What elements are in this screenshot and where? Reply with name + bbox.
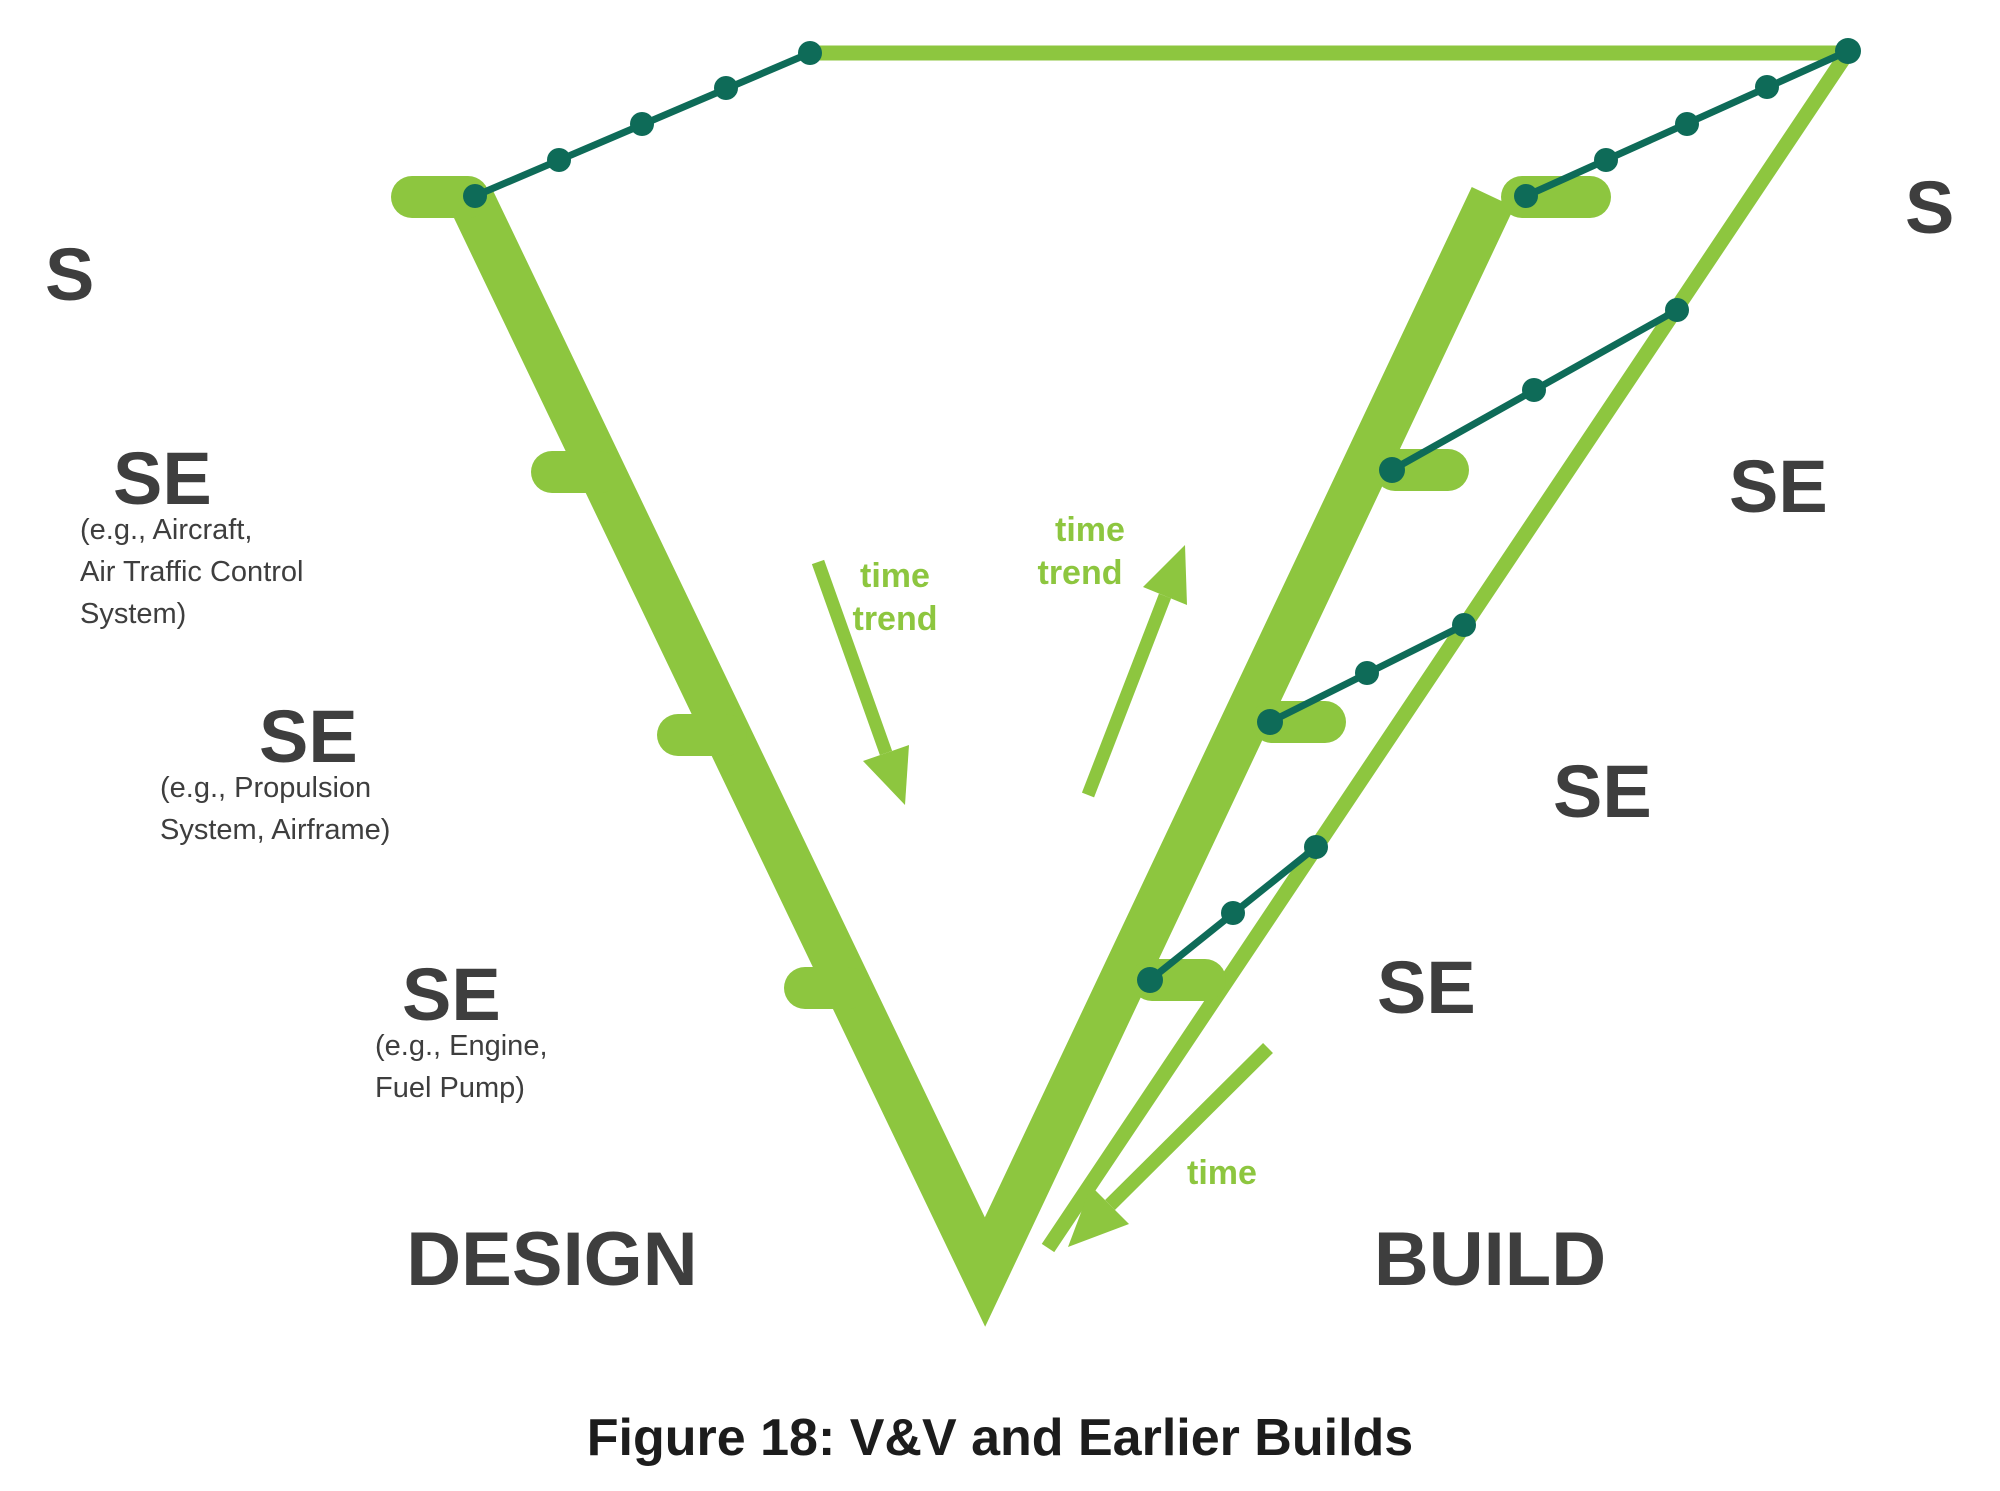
data-point	[1755, 75, 1779, 99]
data-point	[798, 41, 822, 65]
right-system-label: S	[1905, 166, 1954, 249]
arrow-shaft	[1105, 1043, 1273, 1210]
time-trend-down-arrow	[811, 559, 909, 805]
data-point	[1514, 184, 1538, 208]
data-point	[1304, 835, 1328, 859]
data-point	[1257, 709, 1283, 735]
arrow-down-icon	[863, 745, 909, 805]
time-trend-up-label-line2: trend	[1038, 554, 1123, 592]
arrow-up-icon	[1143, 545, 1187, 605]
data-point	[1379, 457, 1405, 483]
time-trend-down-label-line1: time	[860, 557, 930, 595]
outer-build-line	[1041, 47, 1855, 1253]
right-se1-label: SE	[1729, 445, 1828, 528]
arrow-down-left-icon	[1068, 1186, 1129, 1247]
data-point	[630, 112, 654, 136]
data-point	[1137, 967, 1163, 993]
data-point	[1452, 613, 1476, 637]
data-point	[1835, 38, 1861, 64]
time-bottom-arrow	[1068, 1043, 1273, 1247]
data-point	[1594, 148, 1618, 172]
left-se2-sublabel-line2: System, Airframe)	[160, 814, 390, 846]
left-se1-sublabel-line1: (e.g., Aircraft,	[80, 514, 252, 546]
v-shape	[448, 186, 1515, 1327]
data-point	[714, 76, 738, 100]
time-bottom-label: time	[1187, 1154, 1257, 1192]
data-point	[1221, 901, 1245, 925]
time-trend-up-arrow	[1081, 545, 1187, 798]
data-point	[1355, 661, 1379, 685]
design-phase-label: DESIGN	[406, 1217, 697, 1302]
arrow-shaft	[1081, 593, 1172, 798]
figure-caption: Figure 18: V&V and Earlier Builds	[587, 1409, 1413, 1467]
right-se2-label: SE	[1553, 750, 1652, 833]
arrow-shaft	[811, 559, 893, 756]
left-se2-label: SE	[259, 695, 358, 778]
data-point	[1522, 378, 1546, 402]
data-point	[1675, 112, 1699, 136]
right-se3-label: SE	[1377, 946, 1476, 1029]
build-phase-label: BUILD	[1374, 1217, 1606, 1302]
time-trend-up-label-line1: time	[1055, 511, 1125, 549]
data-point	[1665, 298, 1689, 322]
left-se3-sublabel-line1: (e.g., Engine,	[375, 1030, 548, 1062]
data-point	[463, 184, 487, 208]
time-trend-down-label-line2: trend	[853, 600, 938, 638]
left-se2-sublabel-line1: (e.g., Propulsion	[160, 772, 371, 804]
left-se3-label: SE	[402, 953, 501, 1036]
left-se3-sublabel-line2: Fuel Pump)	[375, 1072, 525, 1104]
data-point	[547, 148, 571, 172]
left-se1-sublabel-line3: System)	[80, 598, 186, 630]
left-system-label: S	[45, 233, 94, 316]
left-se1-sublabel-line2: Air Traffic Control	[80, 556, 303, 588]
left-se1-label: SE	[113, 437, 212, 520]
